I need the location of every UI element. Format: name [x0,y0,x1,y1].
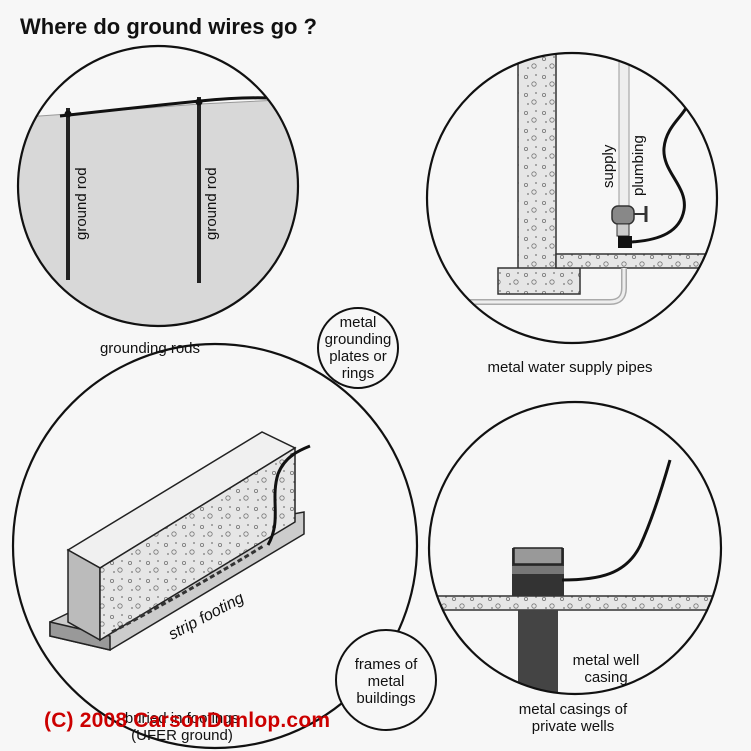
strip-footing-panel [11,342,419,750]
frames-line-1: frames of [354,656,418,673]
frames-circle [335,629,437,731]
grounding-rods-panel [16,44,300,328]
well-caption-line-2: private wells [531,718,615,735]
plates-line-1: metal [339,314,377,331]
supply-label: supply [600,144,617,188]
plates-circle [317,307,399,389]
water-pipes-panel [425,51,719,345]
ground-rod-label-2: ground rod [203,167,220,240]
plumbing-label: plumbing [630,135,647,196]
well-caption: metal casings of private wells [498,701,648,735]
copyright-watermark: (C) 2008 CarsonDunlop.com [44,709,331,732]
well-caption-line-1: metal casings of [518,701,628,718]
plates-line-3: plates or [329,348,387,365]
well-label: metal well casing [566,652,646,686]
well-label-line-1: metal well [572,652,640,669]
ground-rod-label-1: ground rod [73,167,90,240]
plates-line-2: grounding [324,331,392,348]
footing-caption: buried in footings (UFER ground) [112,710,252,744]
water-pipes-caption: metal water supply pipes [487,359,653,376]
page-title: Where do ground wires go ? [20,14,317,39]
well-label-line-2: casing [584,669,628,686]
plates-text: metal grounding plates or rings [318,314,398,382]
footing-caption-line-1: buried in footings [124,710,240,727]
frames-text: frames of metal buildings [341,656,431,707]
footing-caption-line-2: (UFER ground) [131,727,233,744]
grounding-rods-caption: grounding rods [99,340,201,357]
well-casing-panel [427,400,723,696]
plates-line-4: rings [341,365,375,382]
frames-line-2: metal [367,673,405,690]
frames-line-3: buildings [356,690,416,707]
